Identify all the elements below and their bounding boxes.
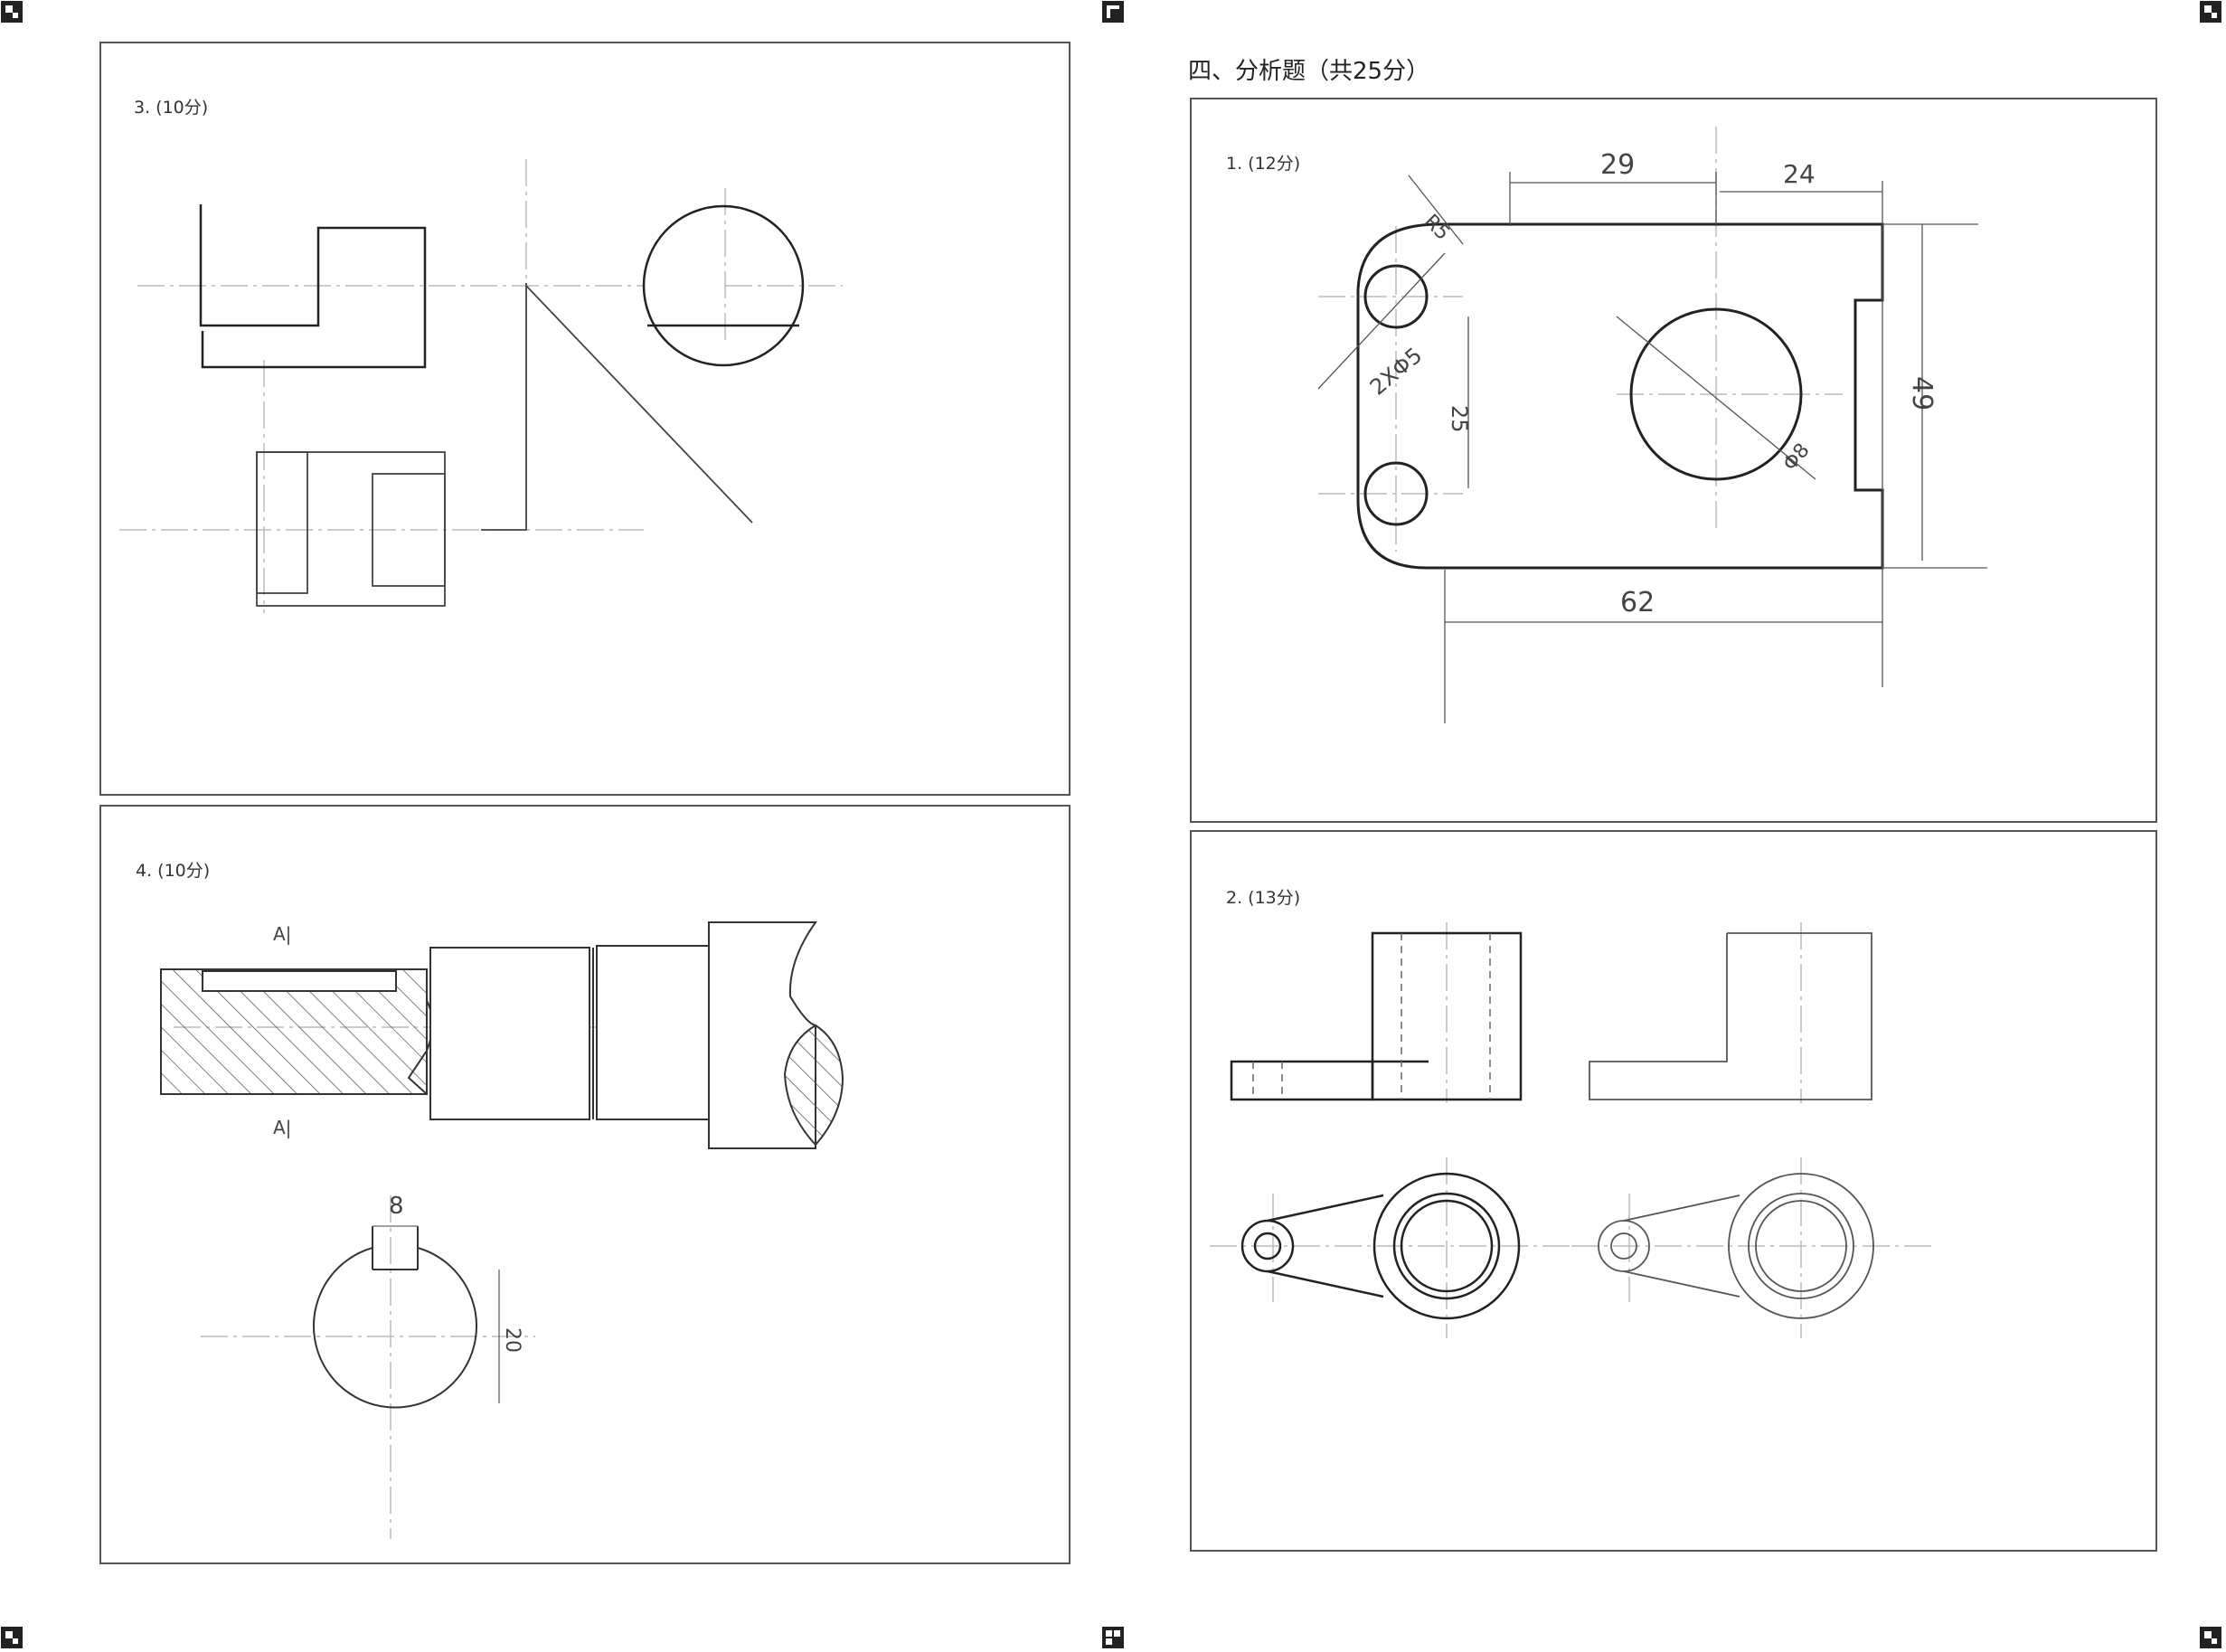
- dimension-49: 49: [1906, 376, 1938, 411]
- registration-marker-bottom-center: [1101, 1626, 1125, 1649]
- dimension-24: 24: [1783, 159, 1816, 189]
- question-panel-4: 4. (10分) A| A| 8 20: [99, 805, 1071, 1564]
- question-label: 3. (10分): [134, 98, 209, 118]
- registration-marker-bottom-left: [0, 1626, 24, 1649]
- dimension-62: 62: [1620, 587, 1655, 618]
- registration-marker-top-right: [2199, 0, 2222, 24]
- registration-marker-top-left: [0, 0, 24, 24]
- analysis-panel-1: 1. (12分): [1190, 98, 2157, 823]
- three-view-drawing: [119, 159, 843, 613]
- section-mark-top: A|: [273, 923, 291, 945]
- registration-marker-bottom-right: [2199, 1626, 2222, 1649]
- question-label: 4. (10分): [136, 861, 211, 881]
- keyway-width-dimension: 8: [389, 1193, 404, 1220]
- registration-marker-top-center: [1101, 0, 1125, 24]
- question-label: 2. (13分): [1226, 888, 1301, 908]
- keyway-depth-dimension: 20: [501, 1327, 523, 1353]
- plate-drawing: 29 24 R5 2XΦ5 25 49 62 Φ8: [1317, 127, 1987, 723]
- question-panel-3: 3. (10分): [99, 42, 1071, 796]
- dimension-29: 29: [1600, 149, 1635, 181]
- shaft-drawing: A| A| 8 20: [160, 921, 844, 1539]
- dimension-r5: R5: [1420, 211, 1454, 245]
- analysis-panel-2: 2. (13分): [1190, 830, 2157, 1552]
- bracket-views-drawing: [1210, 922, 1933, 1338]
- section-title: 四、分析题（共25分）: [1188, 58, 1430, 85]
- question-label: 1. (12分): [1226, 154, 1301, 174]
- dimension-25: 25: [1447, 405, 1472, 433]
- section-mark-bottom: A|: [273, 1117, 291, 1138]
